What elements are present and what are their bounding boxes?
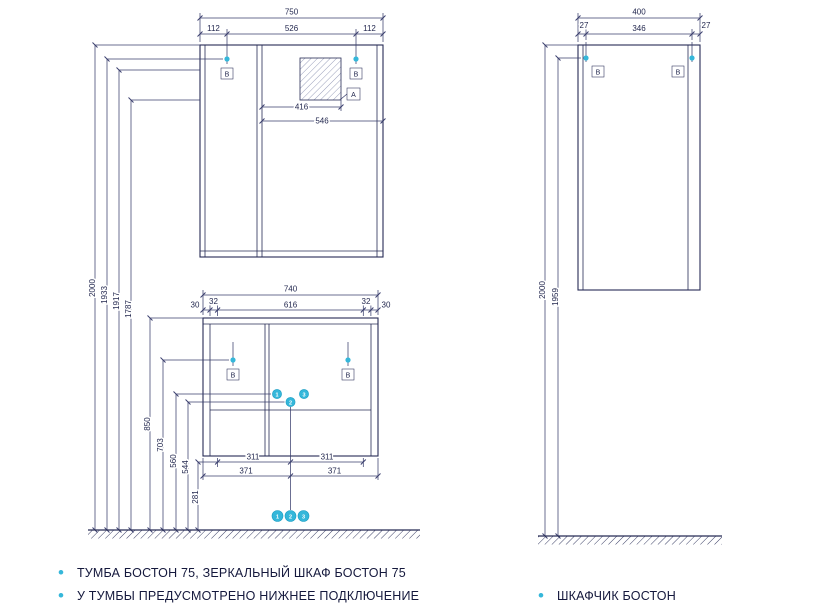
- mount-b-label: B: [676, 70, 681, 77]
- mirror-dimensions: 750 112 526 112 416 546: [197, 6, 386, 127]
- water-port-2: [285, 397, 296, 407]
- dim-height-544: 544: [181, 460, 190, 474]
- port-number: 3: [302, 393, 305, 399]
- dim-height-2000: 2000: [88, 279, 97, 297]
- note-item: • ШКАФЧИК БОСТОН: [538, 586, 676, 605]
- bullet-icon: •: [538, 586, 544, 605]
- dim-mirror-seg-right: 112: [363, 24, 376, 33]
- zone-a-label: A: [351, 92, 356, 99]
- dim-height-1787: 1787: [124, 300, 133, 318]
- dim-side-height-2000: 2000: [538, 281, 547, 299]
- mirror-cabinet-outline: [199, 44, 384, 258]
- dim-side-seg-left: 27: [580, 21, 589, 30]
- dim-cutout-extent: 546: [315, 117, 329, 126]
- port-number: 2: [289, 515, 292, 521]
- dim-vanity-seg-3: 32: [362, 297, 371, 306]
- dim-side-seg-center: 346: [632, 24, 646, 33]
- mount-dot-right: [345, 357, 351, 363]
- dim-bottom-inner-left: 311: [247, 453, 260, 462]
- dim-vanity-seg-2: 616: [284, 301, 298, 310]
- floor-port-1: [271, 510, 284, 522]
- dim-height-1917: 1917: [112, 292, 121, 310]
- mount-dot-right: [353, 56, 359, 62]
- dim-height-560: 560: [169, 454, 178, 468]
- ground-line-right: [538, 535, 722, 545]
- port-number: 3: [302, 515, 305, 521]
- water-port-3: [299, 389, 309, 399]
- mirror-cutout-zone: A: [299, 57, 361, 101]
- dim-cutout-width: 416: [295, 103, 309, 112]
- mount-b-label: B: [354, 72, 359, 79]
- dim-mirror-width: 750: [285, 8, 299, 17]
- dim-height-703: 703: [156, 438, 165, 452]
- dim-mirror-seg-left: 112: [207, 24, 220, 33]
- bullet-icon: •: [58, 586, 64, 605]
- mount-b-label: B: [231, 373, 236, 380]
- vanity-dimensions: 740 30 32 616 32 30 311 311 371 371: [189, 283, 392, 480]
- dim-side-width: 400: [632, 8, 646, 17]
- note-text-products: ТУМБА БОСТОН 75, ЗЕРКАЛЬНЫЙ ШКАФ БОСТОН …: [76, 566, 406, 580]
- mount-dot-left: [583, 55, 589, 61]
- dim-height-1933: 1933: [100, 286, 109, 304]
- dim-bottom-inner-right: 311: [321, 453, 334, 462]
- bullet-icon: •: [58, 563, 64, 582]
- dim-bottom-outer-left: 371: [239, 467, 253, 476]
- port-number: 2: [289, 401, 292, 407]
- dim-bottom-outer-right: 371: [328, 467, 342, 476]
- vanity-mounting-points: B B: [226, 342, 355, 381]
- dim-vanity-seg-0: 30: [191, 301, 200, 310]
- dim-vanity-width: 740: [284, 285, 298, 294]
- side-cabinet-outline: [577, 44, 701, 291]
- notes-right: • ШКАФЧИК БОСТОН: [538, 586, 676, 612]
- port-number: 1: [276, 515, 279, 521]
- mount-dot-left: [230, 357, 236, 363]
- plumbing-connections: 1 2 3 1 2 3: [271, 389, 310, 522]
- notes-left: • ТУМБА БОСТОН 75, ЗЕРКАЛЬНЫЙ ШКАФ БОСТО…: [58, 563, 420, 612]
- dim-height-850: 850: [143, 417, 152, 431]
- mount-b-label: B: [346, 373, 351, 380]
- water-port-1: [272, 389, 282, 399]
- mount-b-label: B: [225, 72, 230, 79]
- hatch-area: [299, 57, 342, 101]
- mirror-mounting-points: B B: [220, 40, 363, 80]
- ground-hatch: [88, 530, 420, 539]
- floor-port-2: [284, 510, 297, 522]
- floor-port-3: [297, 510, 310, 522]
- note-item: • У ТУМБЫ ПРЕДУСМОТРЕНО НИЖНЕЕ ПОДКЛЮЧЕН…: [58, 586, 420, 605]
- side-cabinet-mounting-points: B B: [583, 42, 695, 78]
- ground-hatch: [538, 536, 722, 545]
- dim-vanity-seg-1: 32: [209, 297, 218, 306]
- dim-vanity-seg-4: 30: [382, 301, 391, 310]
- side-cabinet-dimensions: 400 27 346 27 2000 1959: [537, 6, 712, 539]
- mount-dot-left: [224, 56, 230, 62]
- dim-height-281: 281: [191, 490, 200, 504]
- mount-dot-right: [689, 55, 695, 61]
- port-number: 1: [275, 393, 278, 399]
- height-dimension-stack: 2000 1933 1917 1787 850 703 560 544 281: [87, 42, 285, 533]
- note-text-side-cabinet: ШКАФЧИК БОСТОН: [556, 589, 676, 603]
- dim-mirror-seg-center: 526: [285, 24, 299, 33]
- note-text-connection: У ТУМБЫ ПРЕДУСМОТРЕНО НИЖНЕЕ ПОДКЛЮЧЕНИЕ: [76, 589, 420, 603]
- zone-a-box: [346, 87, 361, 101]
- mount-b-label: B: [596, 70, 601, 77]
- dim-side-height-1959: 1959: [551, 288, 560, 306]
- ground-line-left: [88, 529, 420, 539]
- note-item: • ТУМБА БОСТОН 75, ЗЕРКАЛЬНЫЙ ШКАФ БОСТО…: [58, 563, 419, 582]
- dim-side-seg-right: 27: [702, 21, 711, 30]
